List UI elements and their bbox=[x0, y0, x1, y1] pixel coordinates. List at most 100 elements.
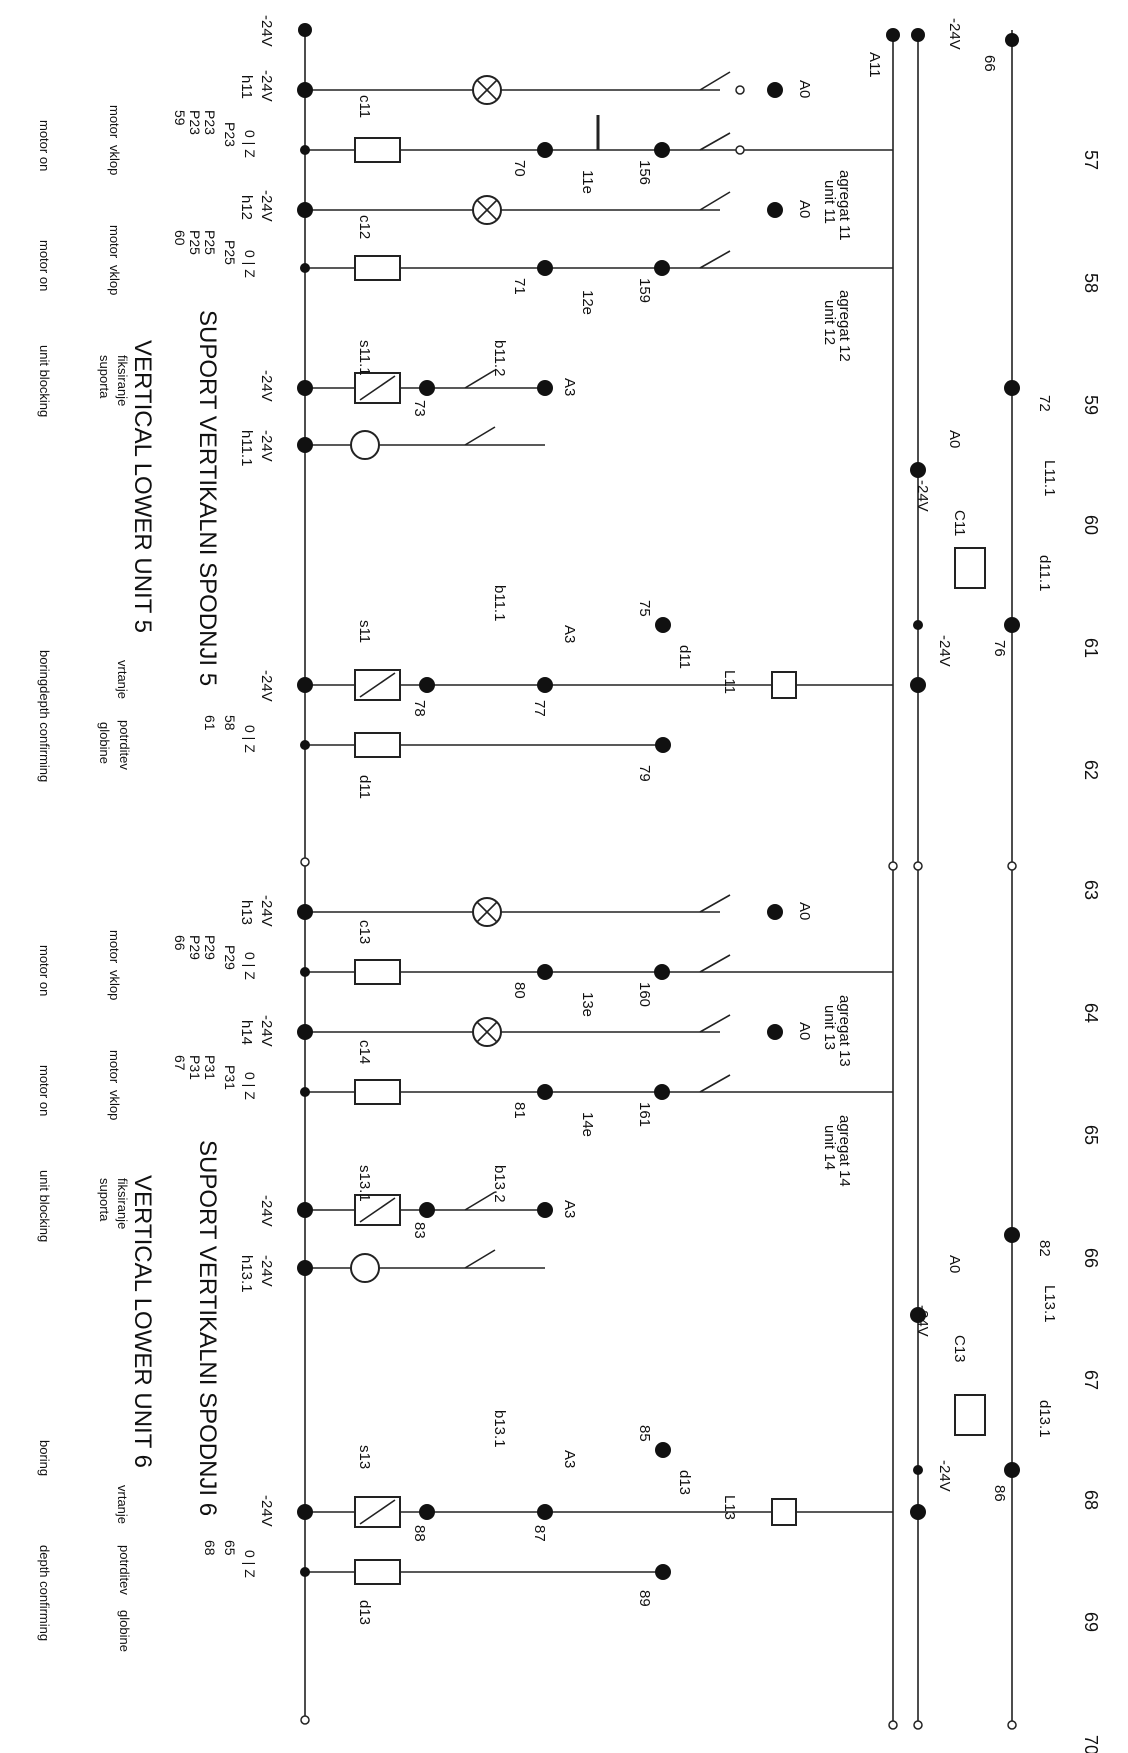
label-node: 71 bbox=[511, 278, 528, 295]
label-agregat-12: agregat 12 bbox=[836, 290, 853, 362]
label-node: 81 bbox=[511, 1102, 528, 1119]
label-zero-z: 0 | Z bbox=[242, 725, 258, 753]
column-number: 58 bbox=[1081, 273, 1101, 293]
label-h12: h12 bbox=[238, 195, 255, 220]
label-unit-11: unit 11 bbox=[821, 180, 838, 224]
label-h14: h14 bbox=[238, 1020, 255, 1045]
label-a3: A3 bbox=[561, 625, 578, 643]
label-14e: 14e bbox=[579, 1112, 596, 1137]
label-l13-1: L13.1 bbox=[1041, 1285, 1058, 1323]
label-d11-1: d11.1 bbox=[1036, 555, 1053, 591]
label-node: 160 bbox=[636, 982, 653, 1007]
label-boring-depth: boringdepth confirming bbox=[37, 650, 52, 782]
label-vrtanje: vrtanje bbox=[115, 1485, 130, 1524]
label-13e: 13e bbox=[579, 992, 596, 1017]
label-tag: 58 bbox=[222, 715, 238, 731]
labels-unit-6: -24V h13 c13 -24V h14 c14 s13.1 -24V -24… bbox=[37, 895, 1058, 1652]
label-minus24v-right-top: -24V bbox=[946, 18, 963, 50]
label-motor-on: motor on bbox=[37, 120, 52, 171]
unit-block-6: A0 A0 A3 bbox=[297, 894, 1020, 1585]
column-number: 69 bbox=[1081, 1612, 1101, 1632]
label-node: 82 bbox=[1036, 1240, 1053, 1257]
label-tag: P23 bbox=[202, 110, 218, 135]
label-minus24v: -24V bbox=[258, 430, 275, 462]
label-a0: A0 bbox=[796, 80, 813, 98]
label-tag: P25 bbox=[187, 230, 203, 255]
label-b11-2: b11.2 bbox=[491, 340, 508, 376]
label-tag: P23 bbox=[187, 110, 203, 135]
label-d13-1: d13.1 bbox=[1036, 1400, 1053, 1438]
label-node: 79 bbox=[636, 765, 653, 782]
main-rails bbox=[298, 23, 1019, 1730]
label-node: 89 bbox=[636, 1590, 653, 1607]
label-minus24v: -24V bbox=[258, 70, 275, 102]
label-h11-1: h11.1 bbox=[238, 430, 255, 466]
label-c13: c13 bbox=[356, 920, 373, 944]
column-number: 61 bbox=[1081, 638, 1101, 658]
column-number: 64 bbox=[1081, 1003, 1101, 1023]
label-minus24v: -24V bbox=[936, 635, 953, 667]
label-s13: s13 bbox=[356, 1445, 373, 1469]
coil-c13-icon bbox=[354, 959, 401, 985]
label-zero-z: 0 | Z bbox=[242, 1072, 258, 1100]
indicator-l13-icon bbox=[771, 1498, 797, 1526]
label-c12: c12 bbox=[356, 215, 373, 239]
label-a0: A0 bbox=[796, 1022, 813, 1040]
label-minus24v: -24V bbox=[258, 370, 275, 402]
label-zero-z: 0 | Z bbox=[242, 130, 258, 158]
label-motor: motor bbox=[107, 105, 122, 139]
label-motor: motor bbox=[107, 1050, 122, 1084]
title-vertical-lower-unit-5: VERTICAL LOWER UNIT 5 bbox=[129, 340, 156, 633]
label-c13-cap: C13 bbox=[951, 1335, 968, 1363]
label-unit-13: unit 13 bbox=[821, 1005, 838, 1050]
coil-c14-icon bbox=[354, 1079, 401, 1105]
column-number: 63 bbox=[1081, 880, 1101, 900]
label-node: 87 bbox=[531, 1525, 548, 1542]
label-minus24v: -24V bbox=[258, 895, 275, 927]
relay-d11-coil-icon bbox=[354, 732, 401, 758]
lamp-h13-1-icon bbox=[350, 1253, 380, 1283]
label-potrditev: potrditev bbox=[117, 720, 132, 770]
label-motor-on: motor on bbox=[37, 240, 52, 291]
label-tag: 66 bbox=[172, 935, 188, 951]
indicator-l11-icon bbox=[771, 671, 797, 699]
label-tag: P31 bbox=[202, 1055, 218, 1080]
label-11e: 11e bbox=[579, 170, 596, 194]
column-number: 57 bbox=[1081, 150, 1101, 170]
label-node: 75 bbox=[636, 600, 653, 617]
label-node: 80 bbox=[511, 982, 528, 999]
label-h13-1: h13.1 bbox=[238, 1255, 255, 1293]
label-node: 72 bbox=[1036, 395, 1053, 412]
label-d13: d13 bbox=[676, 1470, 693, 1495]
label-node: 156 bbox=[636, 160, 653, 185]
label-12e: 12e bbox=[579, 290, 596, 315]
label-b13-2: b13.2 bbox=[491, 1165, 508, 1203]
label-d11: d11 bbox=[676, 645, 693, 669]
label-zero-z: 0 | Z bbox=[242, 1550, 258, 1578]
label-node: 70 bbox=[511, 160, 528, 177]
label-minus24v: -24V bbox=[258, 1255, 275, 1287]
label-globine: globine bbox=[97, 722, 112, 764]
label-boring: boring bbox=[37, 1440, 52, 1476]
contact-icon bbox=[699, 132, 731, 151]
title-suport-vertikalni-6: SUPORT VERTIKALNI SPODNJI 6 bbox=[194, 1140, 221, 1516]
label-agregat-14: agregat 14 bbox=[836, 1115, 853, 1187]
label-b11-1: b11.1 bbox=[491, 585, 508, 621]
label-node: 161 bbox=[636, 1102, 653, 1127]
label-unit-blocking: unit blocking bbox=[37, 1170, 52, 1242]
label-l11-1: L11.1 bbox=[1041, 460, 1058, 496]
label-motor-on: motor on bbox=[37, 945, 52, 996]
label-depth-confirming: depth confirming bbox=[37, 1545, 52, 1641]
label-tag: P29 bbox=[202, 935, 218, 960]
label-zero-z: 0 | Z bbox=[242, 952, 258, 980]
label-unit-blocking: unit blocking bbox=[37, 345, 52, 417]
label-d11: d11 bbox=[356, 775, 373, 799]
label-minus24v-left-top: -24V bbox=[258, 15, 275, 47]
label-minus24v: -24V bbox=[258, 1195, 275, 1227]
column-number: 65 bbox=[1081, 1125, 1101, 1145]
label-tag: 65 bbox=[222, 1540, 238, 1556]
contact-icon bbox=[699, 71, 731, 91]
coil-c12-icon bbox=[354, 255, 401, 281]
label-minus24v: -24V bbox=[258, 1495, 275, 1527]
